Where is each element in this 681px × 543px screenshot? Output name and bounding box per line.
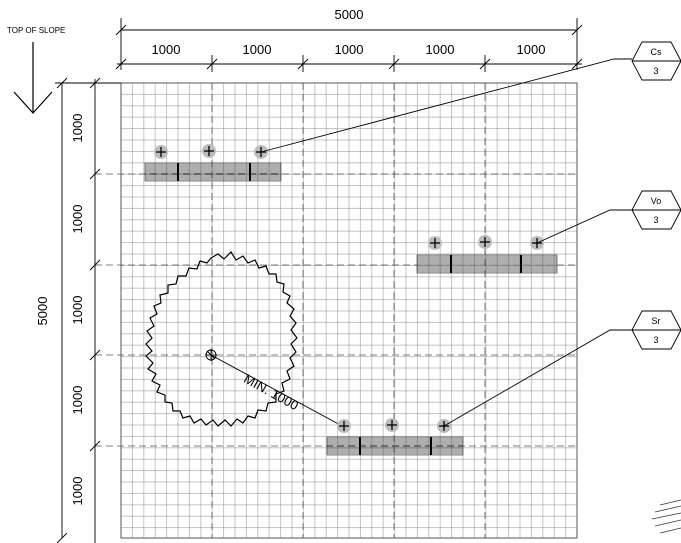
- plant-marker-icon: [428, 236, 442, 250]
- top-segment-1: 1000: [152, 42, 181, 57]
- plant-tag-code: Sr: [652, 316, 661, 326]
- plant-bundle-cs: [144, 162, 282, 182]
- plant-marker-icon: [337, 419, 351, 433]
- top-dimension: [115, 18, 583, 72]
- plant-tag-qty: 3: [653, 215, 658, 225]
- plant-marker-icon: [385, 418, 399, 432]
- top-of-slope-label: TOP OF SLOPE: [7, 26, 65, 35]
- partial-bundle-edge: [651, 499, 681, 534]
- clearance-line: [210, 354, 345, 428]
- plant-marker-icon: [154, 145, 168, 159]
- left-segment-1: 1000: [70, 114, 85, 143]
- left-segment-4: 1000: [70, 386, 85, 415]
- left-segment-5: 1000: [70, 477, 85, 506]
- left-segment-2: 1000: [70, 205, 85, 234]
- leader-lines: [260, 58, 632, 427]
- left-segment-3: 1000: [70, 296, 85, 325]
- left-dimension: [55, 77, 121, 543]
- down-arrow-icon: [13, 42, 53, 114]
- plant-marker-icon: [202, 144, 216, 158]
- plant-markers-sr: [337, 418, 451, 433]
- left-segment-labels: 1000 1000 1000 1000 1000: [70, 114, 85, 506]
- plant-markers-vo: [428, 235, 544, 250]
- plant-bundle-sr: [326, 436, 464, 456]
- grid-area: [120, 82, 578, 539]
- plant-tag-code: Cs: [651, 47, 662, 57]
- plant-tag-cs: Cs 3: [631, 41, 681, 81]
- overall-width-label: 5000: [335, 7, 364, 22]
- plant-markers-cs: [154, 144, 268, 159]
- top-segment-3: 1000: [335, 42, 364, 57]
- plant-marker-icon: [478, 235, 492, 249]
- top-segment-5: 1000: [517, 42, 546, 57]
- plant-tag-sr: Sr 3: [631, 310, 681, 350]
- plant-tag-vo: Vo 3: [631, 190, 681, 230]
- overall-height-label: 5000: [35, 297, 50, 326]
- top-segment-labels: 1000 1000 1000 1000 1000: [152, 42, 546, 57]
- plant-tag-code: Vo: [651, 196, 662, 206]
- plant-tag-qty: 3: [653, 335, 658, 345]
- top-segment-2: 1000: [243, 42, 272, 57]
- plant-bundle-vo: [416, 254, 558, 274]
- tree-canopy: [145, 251, 298, 427]
- plant-tag-qty: 3: [653, 66, 658, 76]
- top-segment-4: 1000: [426, 42, 455, 57]
